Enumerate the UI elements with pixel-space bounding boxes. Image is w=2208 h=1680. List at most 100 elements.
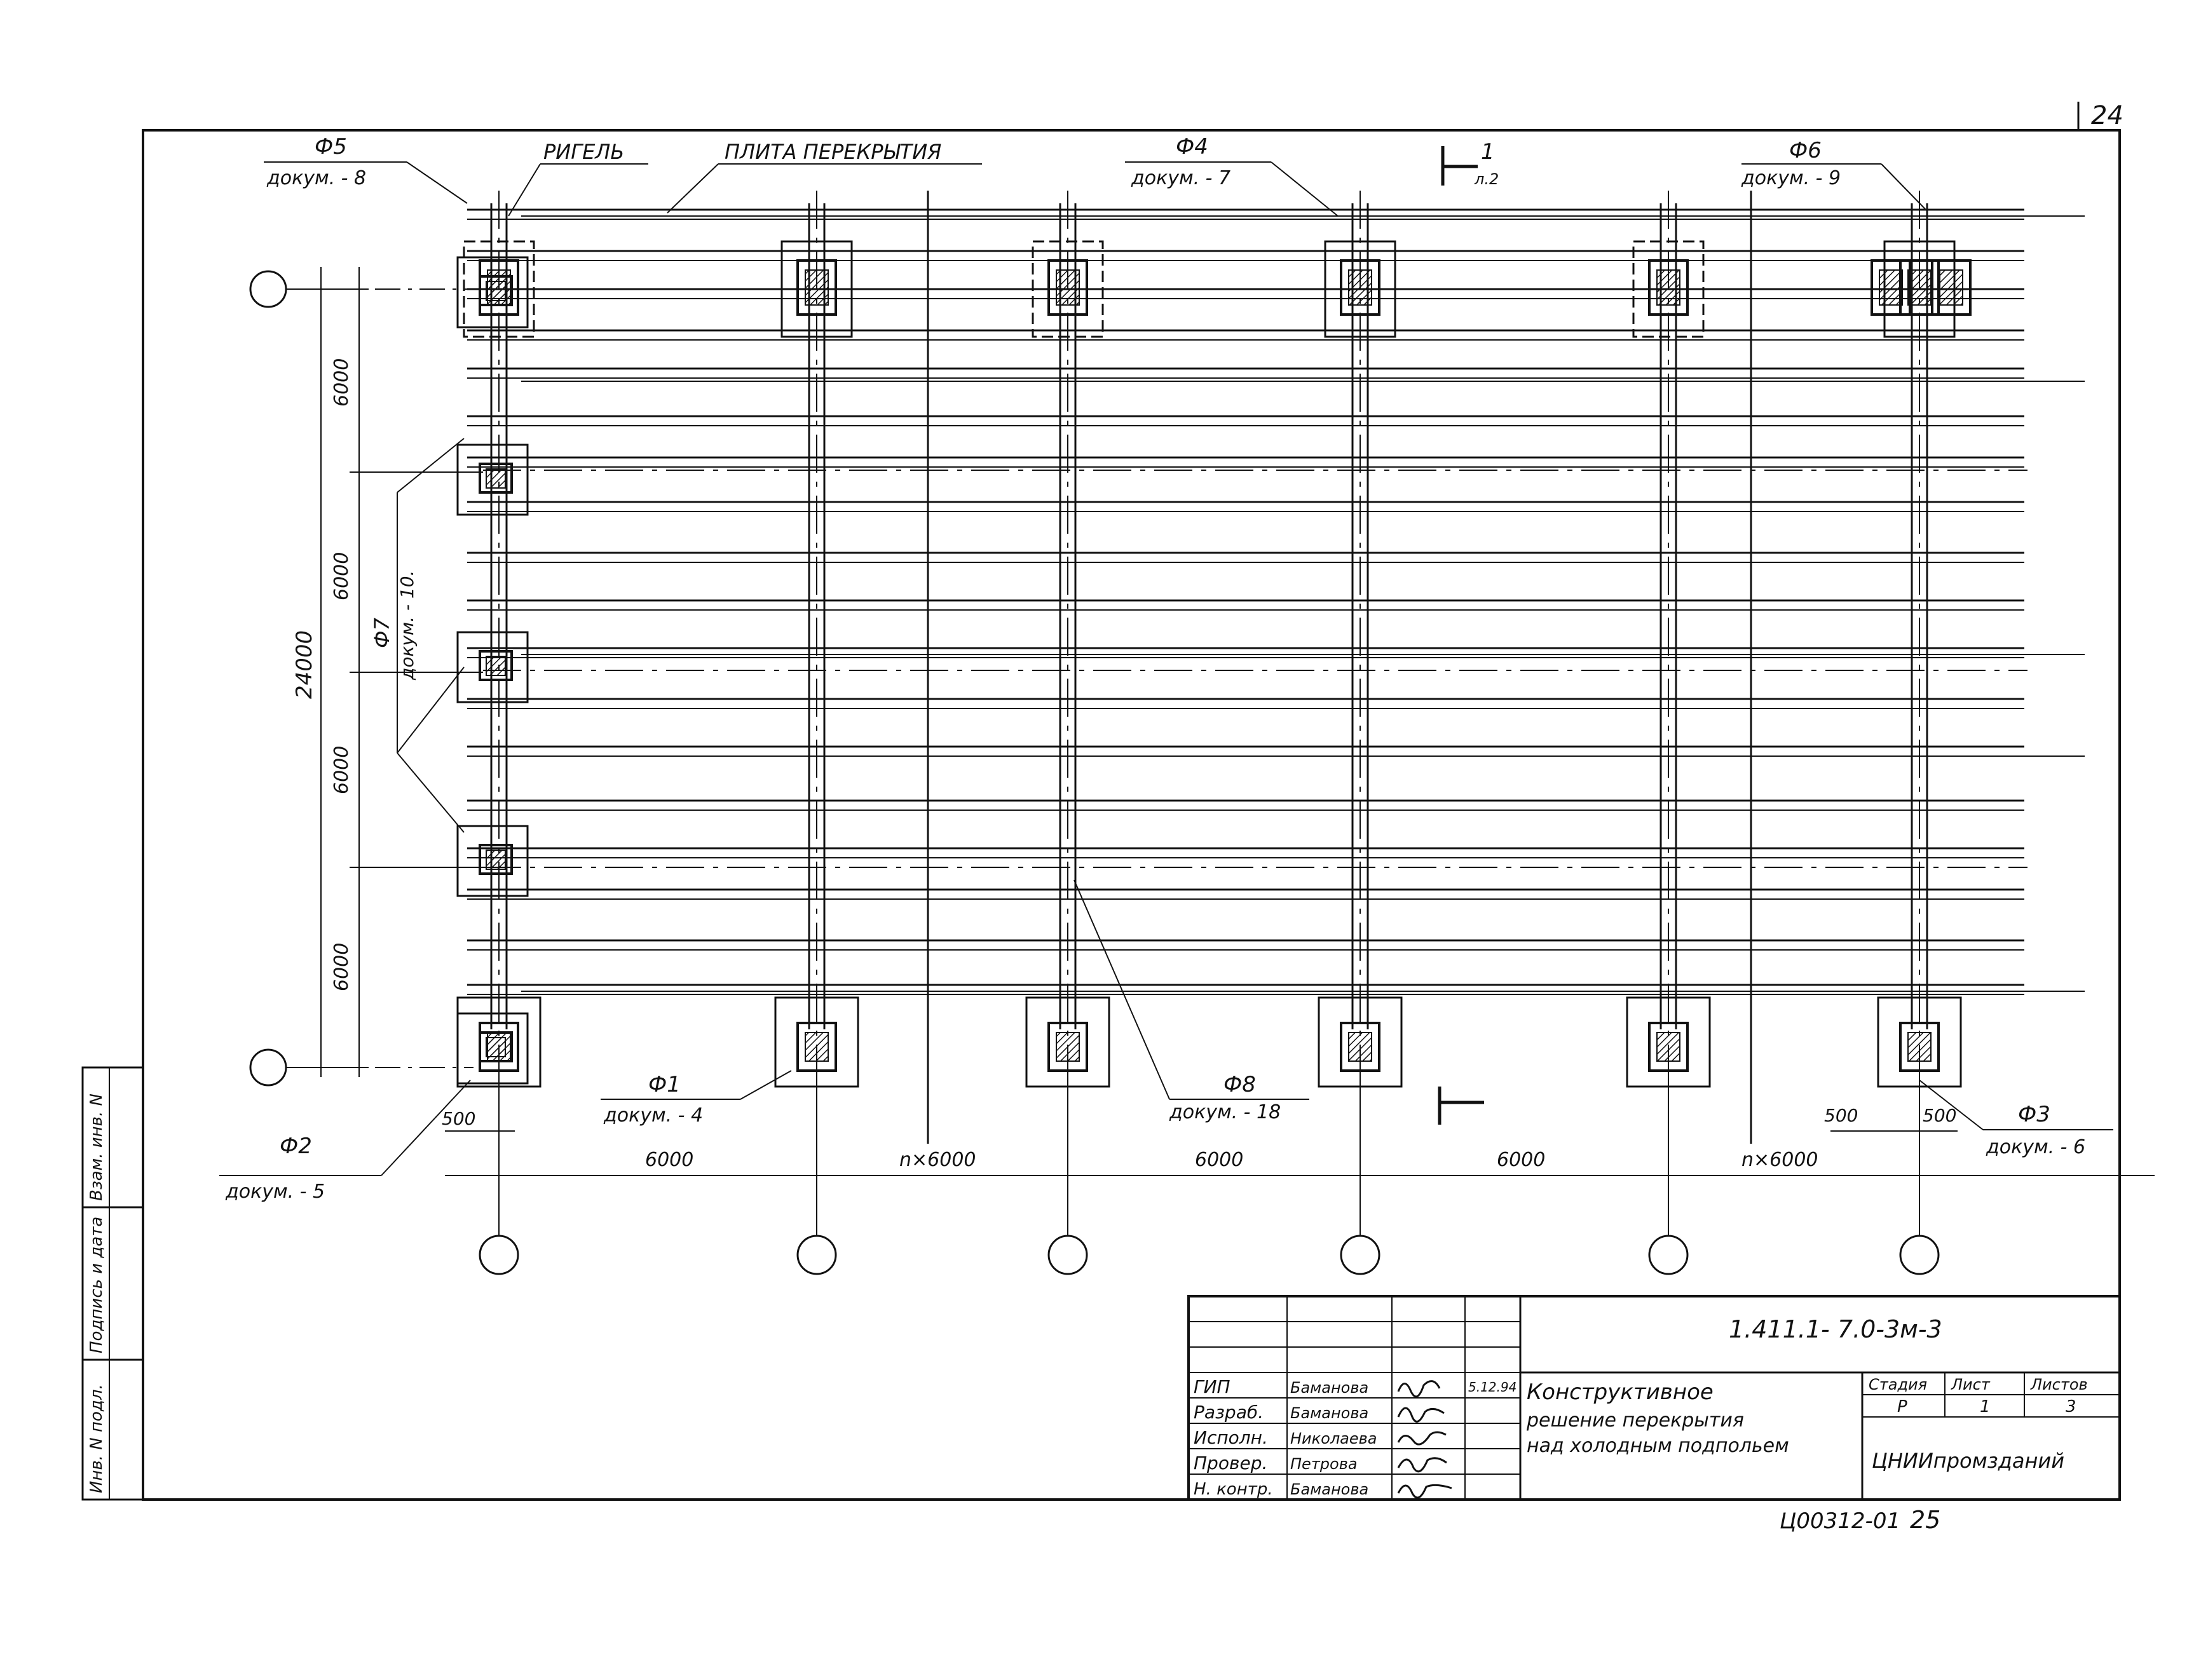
tb-name-2: Баманова [1290,1404,1368,1422]
title-block: 1.411.1- 7.0-3м-3 ГИП Разраб. Исполн. Пр… [1187,1295,2121,1501]
tb-code: 1.411.1- 7.0-3м-3 [1729,1315,1942,1343]
edge-section [486,1037,506,1057]
axis-bubble-top [249,270,287,308]
label-f6-doc: докум. - 9 [1741,167,1841,189]
vertical-dimensions: 24000 6000 6000 6000 6000 [292,267,483,1077]
axis-bubble-column [479,1235,519,1275]
label-section-num: 1 [1481,139,1495,165]
edge-section [486,281,506,301]
tb-name-5: Баманова [1290,1480,1368,1498]
column-section-top [1056,269,1080,306]
dim-h-2: n×6000 [899,1149,976,1171]
column-cap-bottom [1340,1022,1380,1072]
tb-sheets-header: Листов [2030,1376,2088,1393]
edge-foundation [456,825,529,897]
column-cap-top [1340,259,1380,316]
callouts: Ф5 докум. - 8 РИГЕЛЬ ПЛИТА ПЕРЕКРЫТИЯ Ф4… [219,134,2113,1203]
dim-edge-left: 500 [442,1108,475,1129]
tb-role-2: Разраб. [1194,1402,1264,1423]
sheet-frame [142,129,2121,1501]
side-stamp-sign: Подпись и дата [87,1217,106,1353]
foundation-top [1324,240,1396,338]
tb-title-3: над холодным подпольем [1527,1435,1789,1457]
column-cap-top [1931,259,1972,316]
label-section-sheet: л.2 [1474,170,1499,188]
tb-role-3: Исполн. [1194,1427,1268,1448]
edge-cap [479,844,513,875]
tb-org: ЦНИИпромзданий [1872,1449,2064,1473]
foundation-top [1032,240,1104,338]
edge-foundation [456,631,529,703]
dim-h-5: n×6000 [1741,1149,1818,1171]
label-f7-doc: докум. - 10. [397,571,418,681]
column-cap-bottom [1899,1022,1940,1072]
edge-cap [479,463,513,494]
edge-section [486,850,506,870]
tb-role-5: Н. контр. [1194,1480,1273,1499]
floor-plan [456,191,2085,1144]
dim-vertical-1: 6000 [331,358,353,407]
dim-edge-right-b: 500 [1923,1105,1956,1126]
horizontal-dimensions: 6000 n×6000 6000 6000 n×6000 500 500 500 [442,1105,2155,1176]
tb-date: 5.12.94 [1468,1379,1516,1395]
column-cap-bottom [1047,1022,1088,1072]
column-section-top [1907,269,1932,306]
label-f8-doc: докум. - 18 [1169,1101,1281,1123]
label-f1-doc: докум. - 4 [603,1104,703,1127]
side-stamp: Инв. N подл. Подпись и дата Взам. инв. N [81,1066,144,1501]
foundation-top [780,240,853,338]
column-cap-top [1047,259,1088,316]
label-slab: ПЛИТА ПЕРЕКРЫТИЯ [725,140,941,164]
tb-stage-header: Стадия [1869,1376,1927,1393]
tb-stage: Р [1897,1397,1907,1416]
label-f4: Ф4 [1176,134,1208,159]
label-rigel: РИГЕЛЬ [543,140,624,164]
side-stamp-inv: Инв. N подл. [87,1384,106,1493]
edge-foundation [456,1012,529,1085]
dim-edge-right-a: 500 [1824,1105,1858,1126]
label-f8: Ф8 [1223,1072,1256,1097]
tb-role-4: Провер. [1194,1453,1267,1473]
tb-role-1: ГИП [1194,1376,1230,1397]
label-f3-doc: докум. - 6 [1986,1136,2085,1158]
column-cap-bottom [796,1022,837,1072]
dim-vertical-2: 6000 [331,552,353,600]
column-cap-bottom [1648,1022,1689,1072]
footer-order: Ц00312-01 [1780,1508,1900,1534]
tb-name-3: Николаева [1290,1430,1377,1447]
column-section-top [1348,269,1372,306]
tb-name-4: Петрова [1290,1455,1358,1473]
column-section-top [1879,269,1903,306]
axis-bubble-column [1340,1235,1380,1275]
tb-name-1: Баманова [1290,1379,1368,1397]
column-section-bottom [1656,1032,1680,1062]
tb-sheet-header: Лист [1951,1376,1991,1393]
dim-h-4: 6000 [1497,1149,1545,1171]
dim-h-1: 6000 [645,1149,693,1171]
dim-vertical-4: 6000 [331,943,353,991]
column-section-bottom [1907,1032,1932,1062]
dim-h-3: 6000 [1195,1149,1243,1171]
tb-sheets: 3 [2066,1397,2076,1416]
edge-foundation [456,256,529,329]
axis-bubble-column [1899,1235,1940,1275]
tb-sheet: 1 [1980,1397,1991,1416]
edge-section [486,468,506,489]
edge-cap [479,1031,513,1062]
label-f7: Ф7 [370,617,394,648]
label-f4-doc: докум. - 7 [1131,167,1230,189]
tb-title-2: решение перекрытия [1526,1409,1744,1432]
dim-vertical-3: 6000 [331,746,353,794]
axis-bubble-column [796,1235,837,1275]
column-section-bottom [1348,1032,1372,1062]
label-f6: Ф6 [1789,138,1822,163]
edge-cap [479,275,513,306]
label-f2-doc: докум. - 5 [225,1181,325,1203]
label-f2: Ф2 [280,1134,312,1159]
edge-foundation [456,444,529,516]
column-section-bottom [1056,1032,1080,1062]
edge-section [486,656,506,676]
column-cap-top [1648,259,1689,316]
column-section-top [1939,269,1963,306]
label-f1: Ф1 [648,1072,681,1097]
